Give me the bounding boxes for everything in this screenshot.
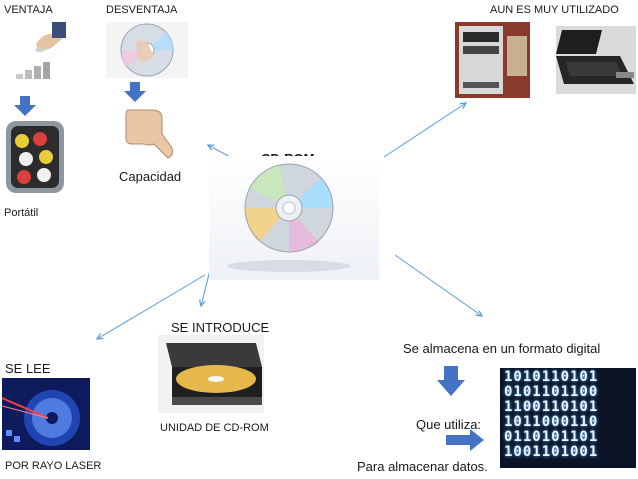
formato-digital-label: Se almacena en un formato digital — [403, 341, 601, 356]
binary-line: 1011000110 — [504, 414, 599, 430]
que-utiliza-label: Que utiliza: — [416, 417, 482, 432]
binary-code-image: 1010110101 0101101100 1100110101 1011000… — [500, 368, 636, 468]
arrow-to-introduce — [201, 269, 211, 306]
arrow-down-icon — [124, 82, 146, 102]
binary-line: 0110101101 — [504, 429, 599, 445]
arrow-to-formato — [394, 254, 482, 316]
arrow-to-utilizado — [383, 103, 466, 158]
laser-image — [2, 378, 90, 450]
laptop-image — [556, 26, 636, 94]
arrow-right-icon — [446, 429, 484, 451]
se-introduce-label: SE INTRODUCE — [171, 320, 270, 335]
cd-hand-image — [106, 22, 188, 78]
desktop-pc-image — [455, 22, 530, 98]
desventaja-label: DESVENTAJA — [106, 4, 178, 16]
thumbs-down-image — [120, 104, 180, 164]
cd-case-image — [2, 115, 68, 197]
rayo-laser-label: POR RAYO LASER — [5, 460, 102, 472]
unidad-label: UNIDAD DE CD-ROM — [160, 422, 269, 434]
coins-hand-image — [8, 22, 66, 82]
portatil-label: Portátil — [4, 207, 39, 219]
cd-drive-image — [158, 335, 264, 413]
binary-line: 1001101001 — [504, 444, 599, 460]
binary-line: 1010110101 — [504, 369, 599, 385]
arrow-down-icon — [437, 366, 465, 396]
ventaja-label: VENTAJA — [4, 4, 53, 16]
arrow-to-lee — [97, 274, 206, 339]
almacenar-label: Para almacenar datos. — [357, 459, 488, 474]
binary-line: 0101101100 — [504, 384, 599, 400]
se-lee-label: SE LEE — [5, 361, 51, 376]
capacidad-label: Capacidad — [119, 169, 182, 184]
binary-line: 1100110101 — [504, 399, 599, 415]
aun-utilizado-label: AUN ES MUY UTILIZADO — [490, 4, 619, 16]
arrow-down-icon — [14, 96, 36, 116]
cd-rom-image — [209, 156, 379, 280]
